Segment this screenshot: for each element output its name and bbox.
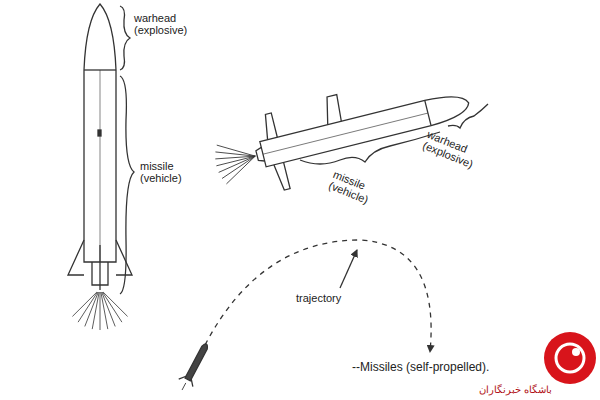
caption: --Missiles (self-propelled). [352,360,489,374]
watermark-logo [544,332,596,384]
warhead-nose [84,4,116,70]
bracket [300,132,440,164]
exhaust-line [101,292,108,329]
exhaust-line [102,292,121,322]
part-name: warhead (explosive) [421,128,497,177]
bracket [448,104,488,128]
exhaust-line [219,156,259,178]
watermark: باشگاه خبرنگاران [452,384,552,395]
part-name: warhead (explosive) [134,12,206,36]
small-missile [175,340,214,393]
wing [321,95,343,125]
fin [68,240,84,275]
exhaust-line [103,292,128,316]
exhaust-line [92,292,99,329]
bracket [120,76,134,294]
part-name: missile (vehicle) [327,168,394,214]
exhaust-line [100,292,101,330]
bracket [120,6,130,70]
trajectory-label: trajectory [296,292,376,304]
exhaust-line [215,149,255,165]
leader-arrow [340,250,357,288]
exhaust [72,292,127,330]
exhaust-line [222,156,260,184]
part-name: missile (vehicle) [140,160,202,184]
fin [116,240,132,275]
vertical-missile [68,4,132,290]
exhaust-line [217,137,255,165]
trajectory-path [205,240,431,352]
fin [262,113,278,140]
fin [274,162,290,191]
